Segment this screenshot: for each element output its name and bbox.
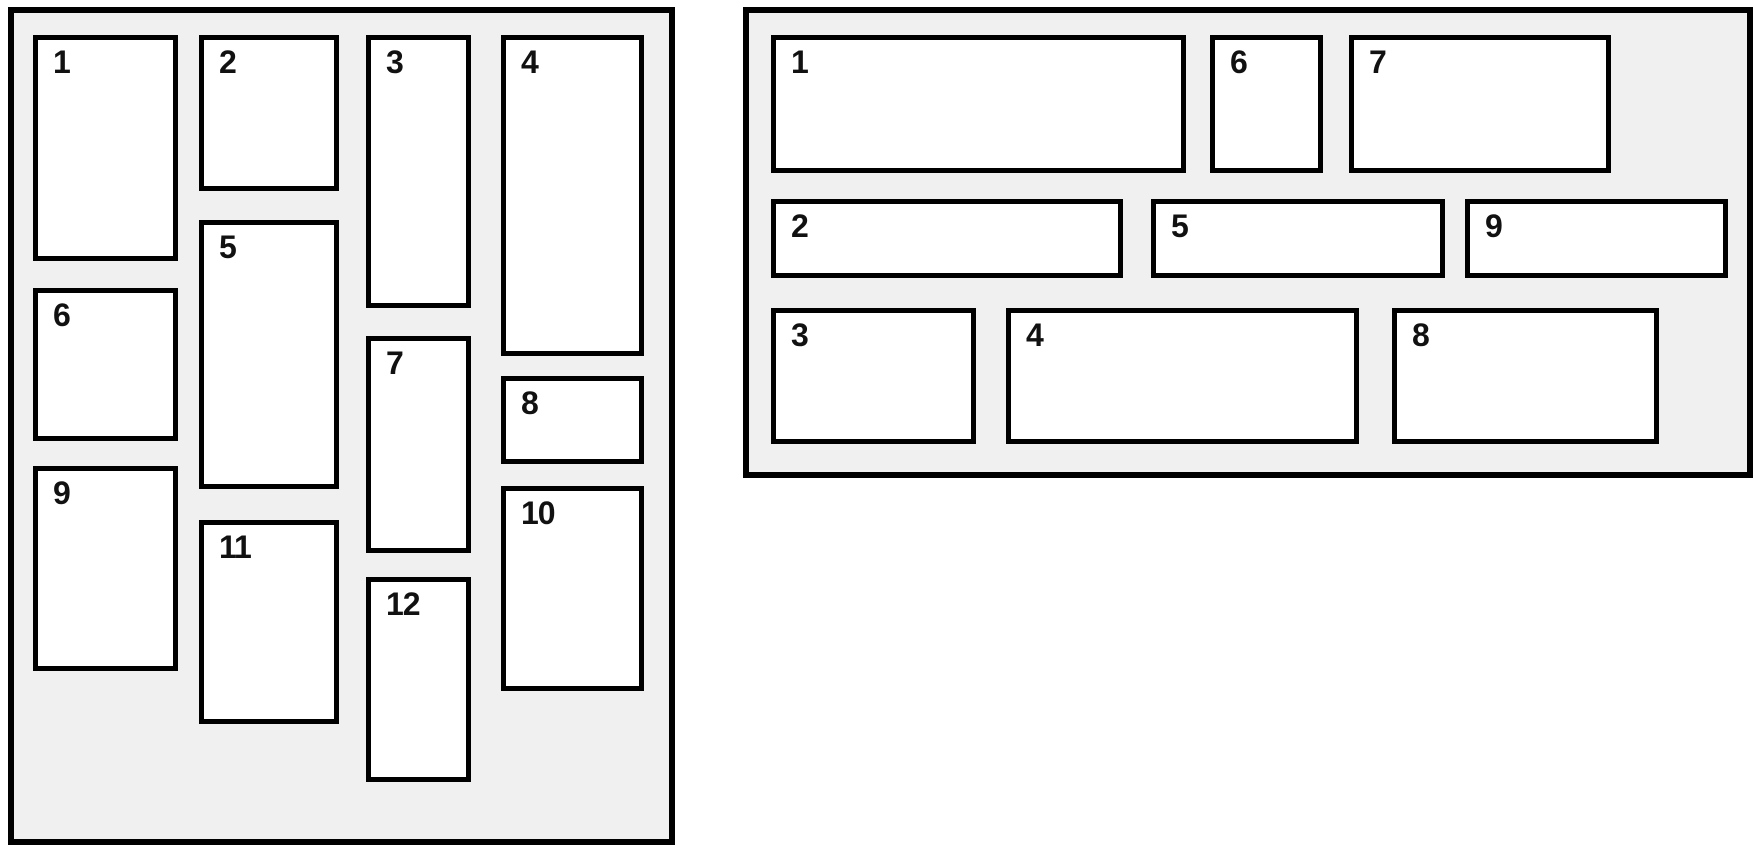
masonry-card: 2 xyxy=(771,199,1123,278)
masonry-card: 1 xyxy=(33,35,178,261)
card-number-label: 2 xyxy=(219,44,237,80)
card-number-label: 7 xyxy=(1369,44,1387,80)
card-number-label: 8 xyxy=(1412,317,1430,353)
card-number-label: 3 xyxy=(386,44,404,80)
card-number-label: 4 xyxy=(521,44,539,80)
card-number-label: 9 xyxy=(53,475,71,511)
card-number-label: 1 xyxy=(791,44,809,80)
masonry-card: 7 xyxy=(366,336,471,553)
masonry-card: 5 xyxy=(199,220,339,489)
card-number-label: 2 xyxy=(791,208,809,244)
horizontal-masonry-panel: 1 6 7 2 5 9 3 4 8 xyxy=(743,7,1753,478)
masonry-card: 3 xyxy=(366,35,471,308)
masonry-card: 9 xyxy=(33,466,178,671)
masonry-card: 12 xyxy=(366,577,471,782)
masonry-card: 8 xyxy=(501,376,644,464)
masonry-card: 6 xyxy=(1210,35,1323,173)
masonry-card: 6 xyxy=(33,288,178,441)
card-number-label: 12 xyxy=(386,586,421,622)
masonry-card: 8 xyxy=(1392,308,1659,444)
masonry-card: 7 xyxy=(1349,35,1611,173)
masonry-card: 1 xyxy=(771,35,1186,173)
card-number-label: 10 xyxy=(521,495,556,531)
masonry-card: 5 xyxy=(1151,199,1445,278)
masonry-card: 4 xyxy=(501,35,644,356)
card-number-label: 6 xyxy=(53,297,71,333)
card-number-label: 3 xyxy=(791,317,809,353)
masonry-card: 10 xyxy=(501,486,644,691)
masonry-card: 3 xyxy=(771,308,976,444)
masonry-card: 4 xyxy=(1006,308,1359,444)
card-number-label: 7 xyxy=(386,345,404,381)
masonry-card: 9 xyxy=(1465,199,1728,278)
card-number-label: 5 xyxy=(219,229,237,265)
masonry-card: 2 xyxy=(199,35,339,191)
card-number-label: 8 xyxy=(521,385,539,421)
card-number-label: 1 xyxy=(53,44,71,80)
card-number-label: 11 xyxy=(219,529,252,565)
card-number-label: 4 xyxy=(1026,317,1044,353)
card-number-label: 9 xyxy=(1485,208,1503,244)
card-number-label: 6 xyxy=(1230,44,1248,80)
card-number-label: 5 xyxy=(1171,208,1189,244)
masonry-card: 11 xyxy=(199,520,339,724)
